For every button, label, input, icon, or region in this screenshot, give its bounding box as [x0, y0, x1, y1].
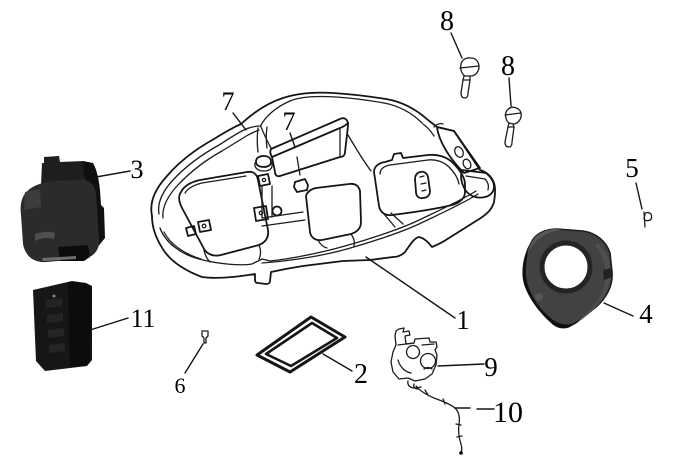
svg-text:11: 11: [130, 304, 155, 333]
svg-text:4: 4: [639, 299, 653, 329]
svg-text:5: 5: [625, 153, 639, 183]
svg-text:9: 9: [484, 352, 498, 382]
svg-text:6: 6: [175, 373, 186, 398]
svg-text:8: 8: [440, 6, 454, 37]
svg-text:7: 7: [222, 87, 235, 116]
svg-text:2: 2: [354, 359, 368, 390]
svg-text:8: 8: [501, 51, 515, 82]
svg-text:7: 7: [283, 107, 296, 136]
svg-text:3: 3: [131, 155, 144, 184]
svg-text:1: 1: [456, 305, 470, 335]
svg-text:10: 10: [493, 396, 523, 429]
